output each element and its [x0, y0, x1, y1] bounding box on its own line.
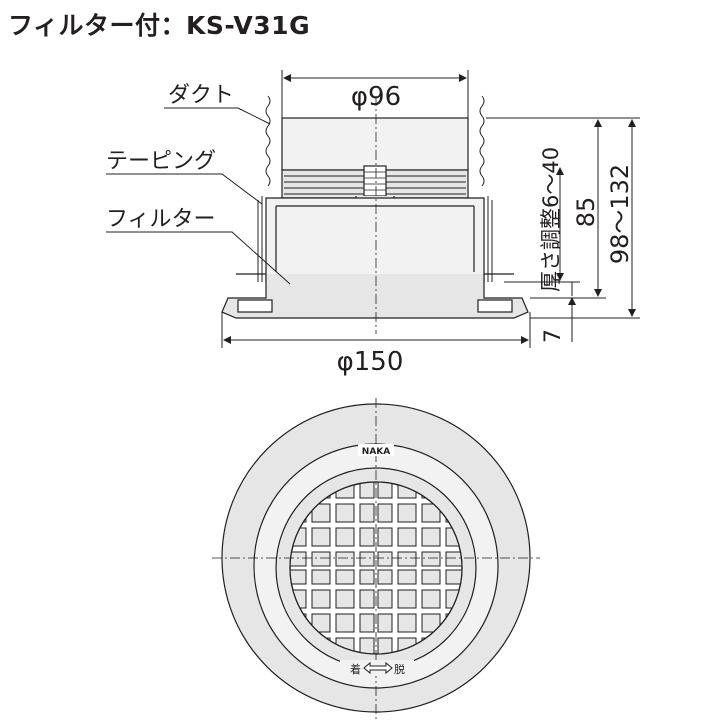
callout-leaders — [106, 107, 291, 285]
dim-bottom-diameter-label: φ150 — [337, 347, 404, 377]
callout-filter: フィルター — [106, 207, 216, 232]
dim-top-diameter — [281, 70, 469, 118]
page-title: フィルター付：KS-V31G — [8, 11, 311, 40]
center-screw — [363, 165, 387, 197]
dim-height-85-label: 85 — [572, 197, 600, 228]
section-view — [221, 95, 529, 319]
attach-detach-arrow-icon — [363, 661, 393, 675]
body-outline — [265, 197, 485, 283]
callout-taping: テーピング — [106, 149, 216, 174]
dim-top-diameter-label: φ96 — [351, 82, 401, 112]
flange — [221, 273, 529, 319]
outer-sleeve-left — [257, 196, 263, 282]
dim-height-range-label: 98～132 — [606, 164, 634, 264]
brand-mark: NAKA — [362, 447, 390, 457]
dim-vertical — [486, 117, 640, 342]
dim-thickness-label: 厚さ調整6～40 — [539, 147, 563, 292]
duct-break-right — [479, 95, 485, 187]
callout-duct: ダクト — [168, 83, 234, 108]
duct-break-left — [265, 95, 271, 187]
brand-mark-box — [358, 444, 394, 456]
outer-sleeve-right — [487, 196, 493, 282]
attach-label: 着 — [350, 662, 361, 676]
dim-flange-label: 7 — [541, 329, 566, 343]
detach-label: 脱 — [394, 662, 405, 676]
duct-collar — [281, 117, 469, 171]
